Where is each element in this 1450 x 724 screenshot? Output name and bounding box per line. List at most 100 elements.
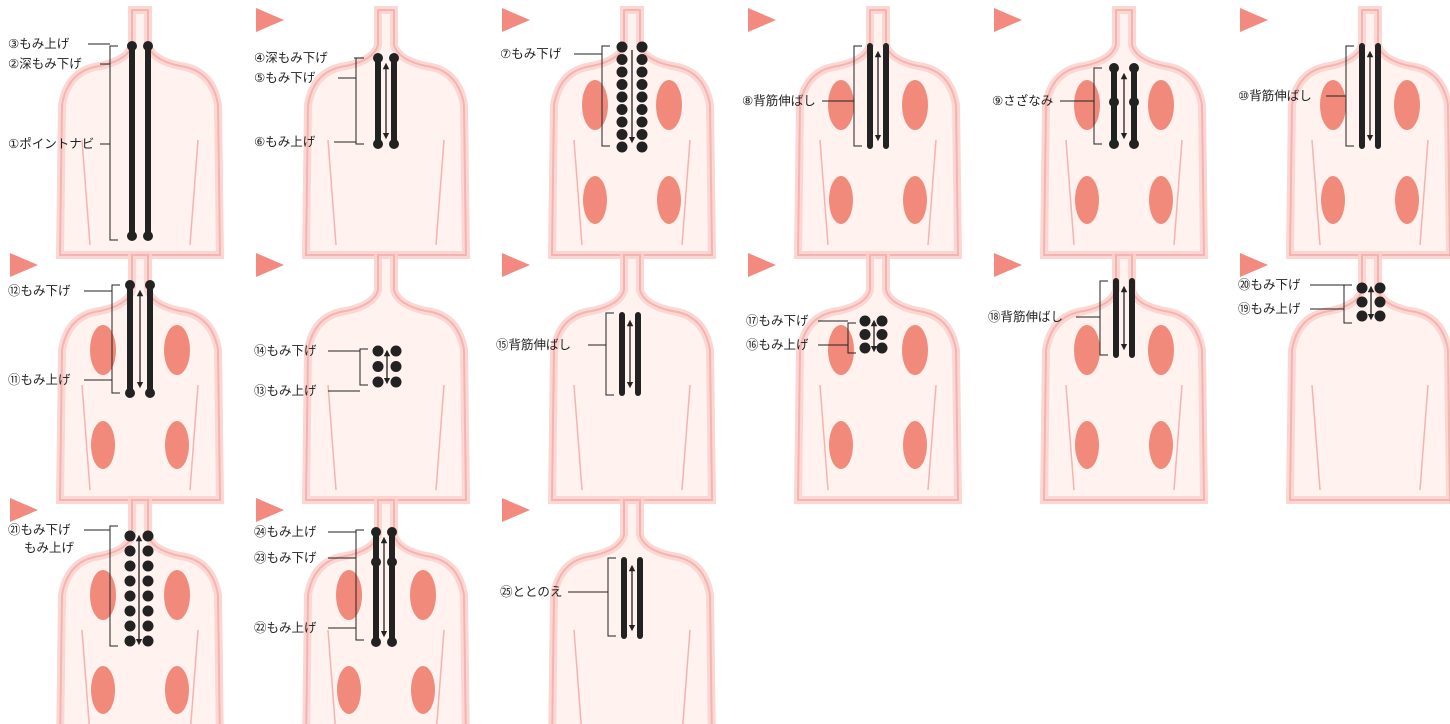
massage-dot — [387, 637, 397, 647]
massage-dot — [1109, 97, 1119, 107]
massage-dot — [145, 388, 155, 398]
step-label: ⑤もみ下げ — [254, 70, 316, 85]
massage-dot — [143, 636, 154, 647]
panel-15: ㉕ととのえ — [500, 498, 712, 724]
step-label: ㉔もみ上げ — [254, 524, 317, 539]
step-label: ⑱背筋伸ばし — [988, 309, 1063, 324]
step-label: ③もみ上げ — [8, 36, 70, 51]
massage-dot — [389, 139, 399, 149]
step-label: ⑫もみ下げ — [8, 283, 71, 298]
next-step-triangle — [256, 498, 284, 522]
massage-dot — [617, 67, 628, 78]
massage-dot — [617, 42, 628, 53]
step-label: ⑭もみ下げ — [254, 343, 317, 358]
massage-dot — [125, 621, 136, 632]
muscle-upper-left — [336, 570, 362, 620]
panel-1: ③もみ上げ ②深もみ下げ ①ポイントナビ — [8, 10, 220, 255]
massage-dot — [637, 117, 648, 128]
muscle-upper-left — [1320, 80, 1346, 130]
step-label: ⑬もみ上げ — [254, 383, 317, 398]
massage-dot — [125, 591, 136, 602]
next-step-triangle — [10, 253, 38, 277]
massage-dot — [143, 531, 154, 542]
step-label: ⑥もみ上げ — [254, 134, 316, 149]
step-label: ⑰もみ下げ — [746, 313, 809, 328]
massage-dot — [371, 637, 381, 647]
massage-dot — [637, 79, 648, 90]
massage-dot — [125, 388, 135, 398]
panel-7: ⑫もみ下げ ⑪もみ上げ — [8, 253, 220, 500]
muscle-lower-left — [91, 666, 115, 714]
massage-dot — [1129, 139, 1139, 149]
massage-dot — [391, 377, 402, 388]
massage-dot — [1129, 97, 1139, 107]
massage-dot — [1109, 63, 1119, 73]
massage-dot — [373, 361, 384, 372]
massage-dot — [125, 561, 136, 572]
massage-dot — [127, 41, 137, 51]
massage-dot — [617, 129, 628, 140]
massage-dot — [637, 129, 648, 140]
next-step-triangle — [748, 8, 776, 32]
muscle-upper-right — [164, 325, 190, 375]
muscle-upper-right — [902, 80, 928, 130]
massage-dot — [1357, 297, 1368, 308]
next-step-triangle — [502, 8, 530, 32]
muscle-upper-right — [164, 570, 190, 620]
massage-dot — [143, 606, 154, 617]
muscle-upper-left — [1074, 80, 1100, 130]
next-step-triangle — [256, 253, 284, 277]
step-label: ①ポイントナビ — [8, 136, 94, 151]
massage-dot — [860, 343, 871, 354]
muscle-lower-right — [411, 666, 435, 714]
muscle-lower-right — [903, 176, 927, 224]
next-step-triangle — [748, 253, 776, 277]
massage-dot — [143, 231, 153, 241]
panel-11: ⑱背筋伸ばし — [988, 253, 1204, 500]
massage-dot — [877, 343, 888, 354]
step-label: ⑦もみ下げ — [500, 46, 562, 61]
step-label: ㉒もみ上げ — [254, 620, 317, 635]
panel-3: ⑦もみ下げ — [500, 8, 712, 255]
next-step-triangle — [994, 253, 1022, 277]
muscle-upper-right — [656, 80, 682, 130]
muscle-lower-right — [1395, 176, 1419, 224]
step-label: ②深もみ下げ — [8, 56, 82, 71]
muscle-lower-left — [583, 176, 607, 224]
massage-dot — [617, 92, 628, 103]
massage-dot — [371, 527, 381, 537]
massage-dot — [1109, 139, 1119, 149]
panel-8: ⑭もみ下げ ⑬もみ上げ — [254, 253, 466, 500]
step-label: もみ上げ — [24, 540, 75, 555]
muscle-lower-left — [1075, 176, 1099, 224]
massage-dot — [127, 231, 137, 241]
massage-dot — [145, 280, 155, 290]
massage-dot — [387, 557, 397, 567]
next-step-triangle — [256, 8, 284, 32]
step-label: ⑩背筋伸ばし — [1238, 88, 1312, 103]
massage-dot — [1357, 311, 1368, 322]
muscle-lower-left — [829, 421, 853, 469]
massage-dot — [391, 346, 402, 357]
step-label: ⑧背筋伸ばし — [742, 93, 816, 108]
muscle-lower-right — [1149, 421, 1173, 469]
massage-dot — [860, 329, 871, 340]
massage-dot — [637, 67, 648, 78]
panel-5: ⑨さざなみ — [992, 8, 1204, 255]
muscle-upper-right — [410, 570, 436, 620]
muscle-upper-left — [90, 570, 116, 620]
muscle-upper-right — [1148, 325, 1174, 375]
step-label: ⑮背筋伸ばし — [496, 337, 571, 352]
step-label: ⑪もみ上げ — [8, 372, 71, 387]
next-step-triangle — [10, 498, 38, 522]
panel-10: ⑰もみ下げ ⑯もみ上げ — [746, 253, 958, 500]
muscle-lower-right — [657, 176, 681, 224]
massage-dot — [617, 79, 628, 90]
muscle-lower-right — [165, 421, 189, 469]
massage-dot — [637, 104, 648, 115]
step-label: ⑯もみ上げ — [746, 337, 809, 352]
muscle-lower-left — [337, 666, 361, 714]
